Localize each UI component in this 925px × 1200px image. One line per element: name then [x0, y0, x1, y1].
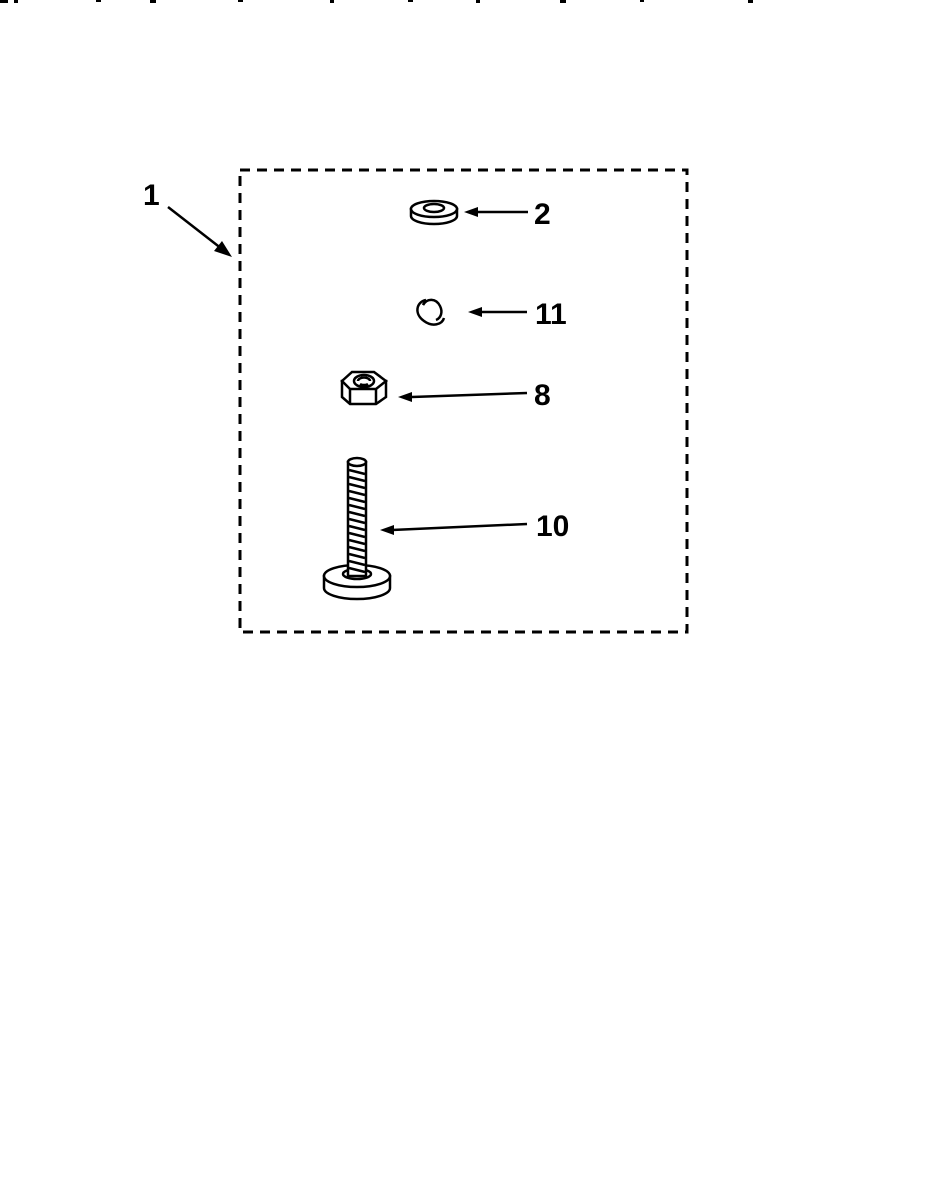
callout-8-leader: [398, 391, 528, 402]
scan-artifact-strip: [0, 0, 753, 3]
bolt-part: [322, 456, 392, 601]
callout-1-label: 1: [143, 179, 160, 212]
kit-boundary-box: [238, 168, 689, 634]
callout-10-leader: [380, 522, 528, 535]
washer-part: [409, 199, 459, 226]
clip-part: [416, 298, 446, 326]
callout-11-label: 11: [535, 298, 567, 331]
callout-11-leader: [468, 307, 527, 317]
hex-nut-part: [340, 370, 389, 406]
callout-2-leader: [464, 207, 528, 217]
callout-10-label: 10: [536, 510, 569, 543]
callout-1-leader: [167, 206, 232, 257]
callout-8-label: 8: [534, 379, 551, 412]
callout-2-label: 2: [534, 198, 551, 231]
